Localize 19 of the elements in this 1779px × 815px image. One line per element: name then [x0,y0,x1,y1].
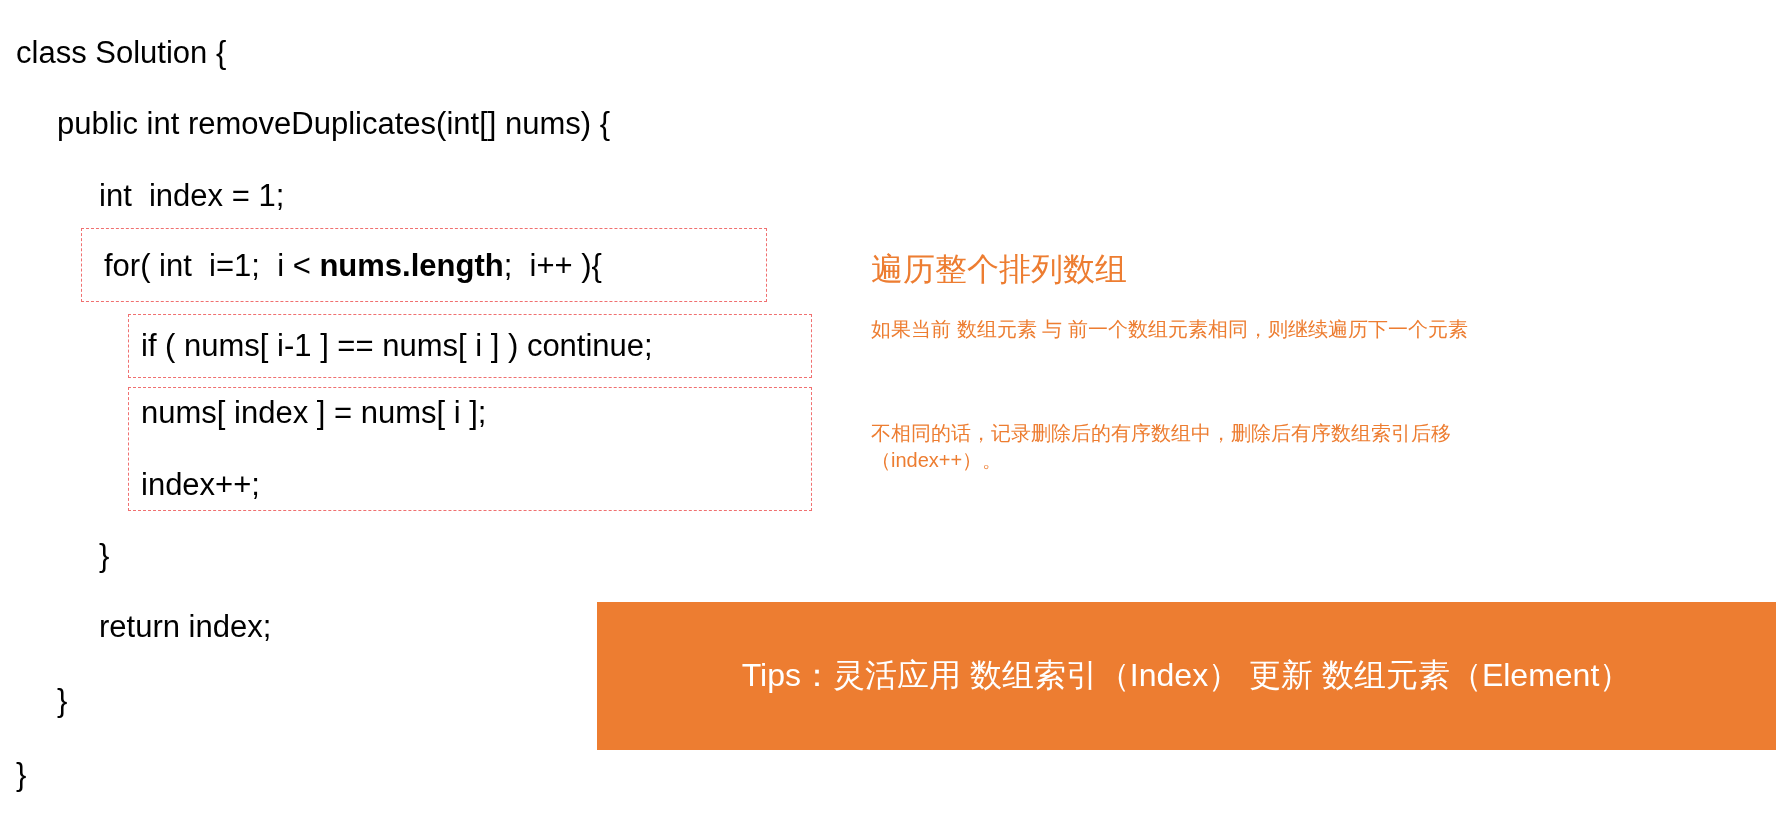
description-text: 如果当前 数组元素 与 前一个数组元素相同，则继续遍历下一个元素 [871,317,1469,342]
code-line: public int removeDuplicates(int[] nums) { [57,105,611,143]
code-line: } [99,537,110,575]
tips-banner [597,602,1776,750]
code-line: } [16,756,27,794]
code-line: if ( nums[ i-1 ] == nums[ i ] ) continue; [141,327,653,365]
tips-text: Tips：灵活应用 数组索引（Index） 更新 数组元素（Element） [741,656,1632,695]
code-line: for( int i=1; i < nums.length; i++ ){ [104,247,602,285]
highlight-frame [128,387,812,511]
code-line: class Solution { [16,34,227,72]
heading: 遍历整个排列数组 [871,250,1128,289]
code-line: return index; [99,608,272,646]
code-line: } [57,682,68,720]
code-line: int index = 1; [99,177,285,215]
code-line: nums[ index ] = nums[ i ]; [141,394,487,432]
description-text: 不相同的话，记录删除后的有序数组中，删除后有序数组索引后移（index++）。 [871,421,1452,473]
code-line: index++; [141,466,260,504]
highlight-frame [128,314,812,378]
highlight-frame [81,228,767,302]
